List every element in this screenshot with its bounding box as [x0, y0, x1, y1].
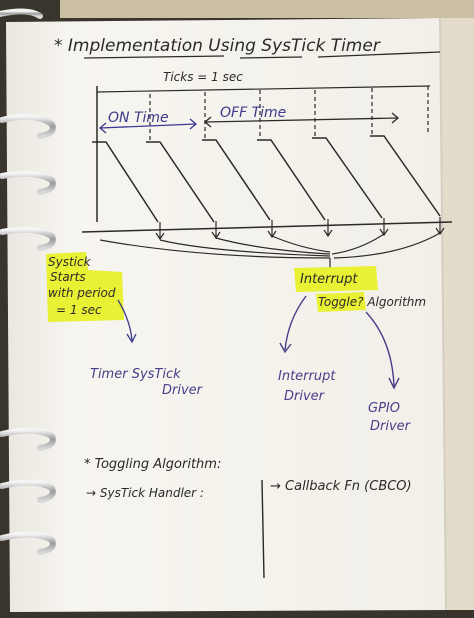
interrupt-brackets [99, 232, 441, 268]
ticks-label: Ticks = 1 sec [163, 70, 243, 84]
gpio-driver-line-2: Driver [370, 419, 412, 434]
callback-label: → Callback Fn (CBCO) [270, 479, 412, 494]
interrupt-driver-line-1: Interrupt [278, 369, 336, 384]
off-time-arrow [203, 112, 400, 128]
title-underlines [83, 51, 441, 59]
interrupt-label: Interrupt [300, 272, 358, 287]
interrupt-driver-arrow [279, 295, 307, 354]
binder-ring-5 [0, 427, 56, 451]
top-tick-line [96, 85, 431, 93]
toggle-label: Toggle? Algorithm [318, 295, 426, 309]
gpio-arrow [365, 311, 400, 390]
page-fold-edge [439, 17, 447, 611]
systick-line-3: with period [48, 286, 116, 300]
timeline-axis [81, 221, 453, 233]
binder-ring-7 [0, 531, 56, 555]
interrupt-highlight [294, 266, 378, 292]
timer-driver-line-1: Timer SysTick [90, 367, 181, 382]
off-time-label: OFF Time [220, 105, 286, 121]
systick-line-1: Systick [48, 255, 92, 269]
binder-ring-1 [0, 8, 43, 19]
systick-line-2: Starts [50, 270, 86, 284]
timer-driver-line-2: Driver [162, 383, 204, 398]
binder-ring-6 [0, 479, 56, 503]
gpio-driver-line-1: GPIO [368, 401, 400, 416]
interrupt-driver-line-2: Driver [284, 389, 326, 404]
timing-diagram [81, 85, 453, 233]
binder-ring-2 [0, 113, 56, 139]
systick-note: Systick Starts with period = 1 sec [46, 252, 124, 322]
on-time-arrow [98, 118, 198, 134]
on-time-label: ON Time [108, 110, 169, 126]
toggling-title: * Toggling Algorithm: [84, 457, 221, 472]
sawtooth-waveform [92, 135, 441, 223]
binder-ring-4 [0, 226, 56, 251]
notes-title: * Implementation Using SysTick Timer [54, 36, 381, 56]
handler-label: → SysTick Handler : [86, 486, 204, 500]
systick-line-4: = 1 sec [56, 303, 102, 317]
tick-dividers [149, 86, 429, 140]
section-divider [261, 479, 265, 579]
axis-arrows [155, 217, 445, 241]
notebook-page [6, 18, 446, 612]
systick-highlight [46, 252, 124, 322]
binder-rings [0, 8, 56, 555]
toggle-highlight [316, 292, 366, 312]
binder-ring-3 [0, 170, 56, 195]
systick-arrow [117, 299, 137, 344]
top-paper-edge [60, 0, 474, 18]
